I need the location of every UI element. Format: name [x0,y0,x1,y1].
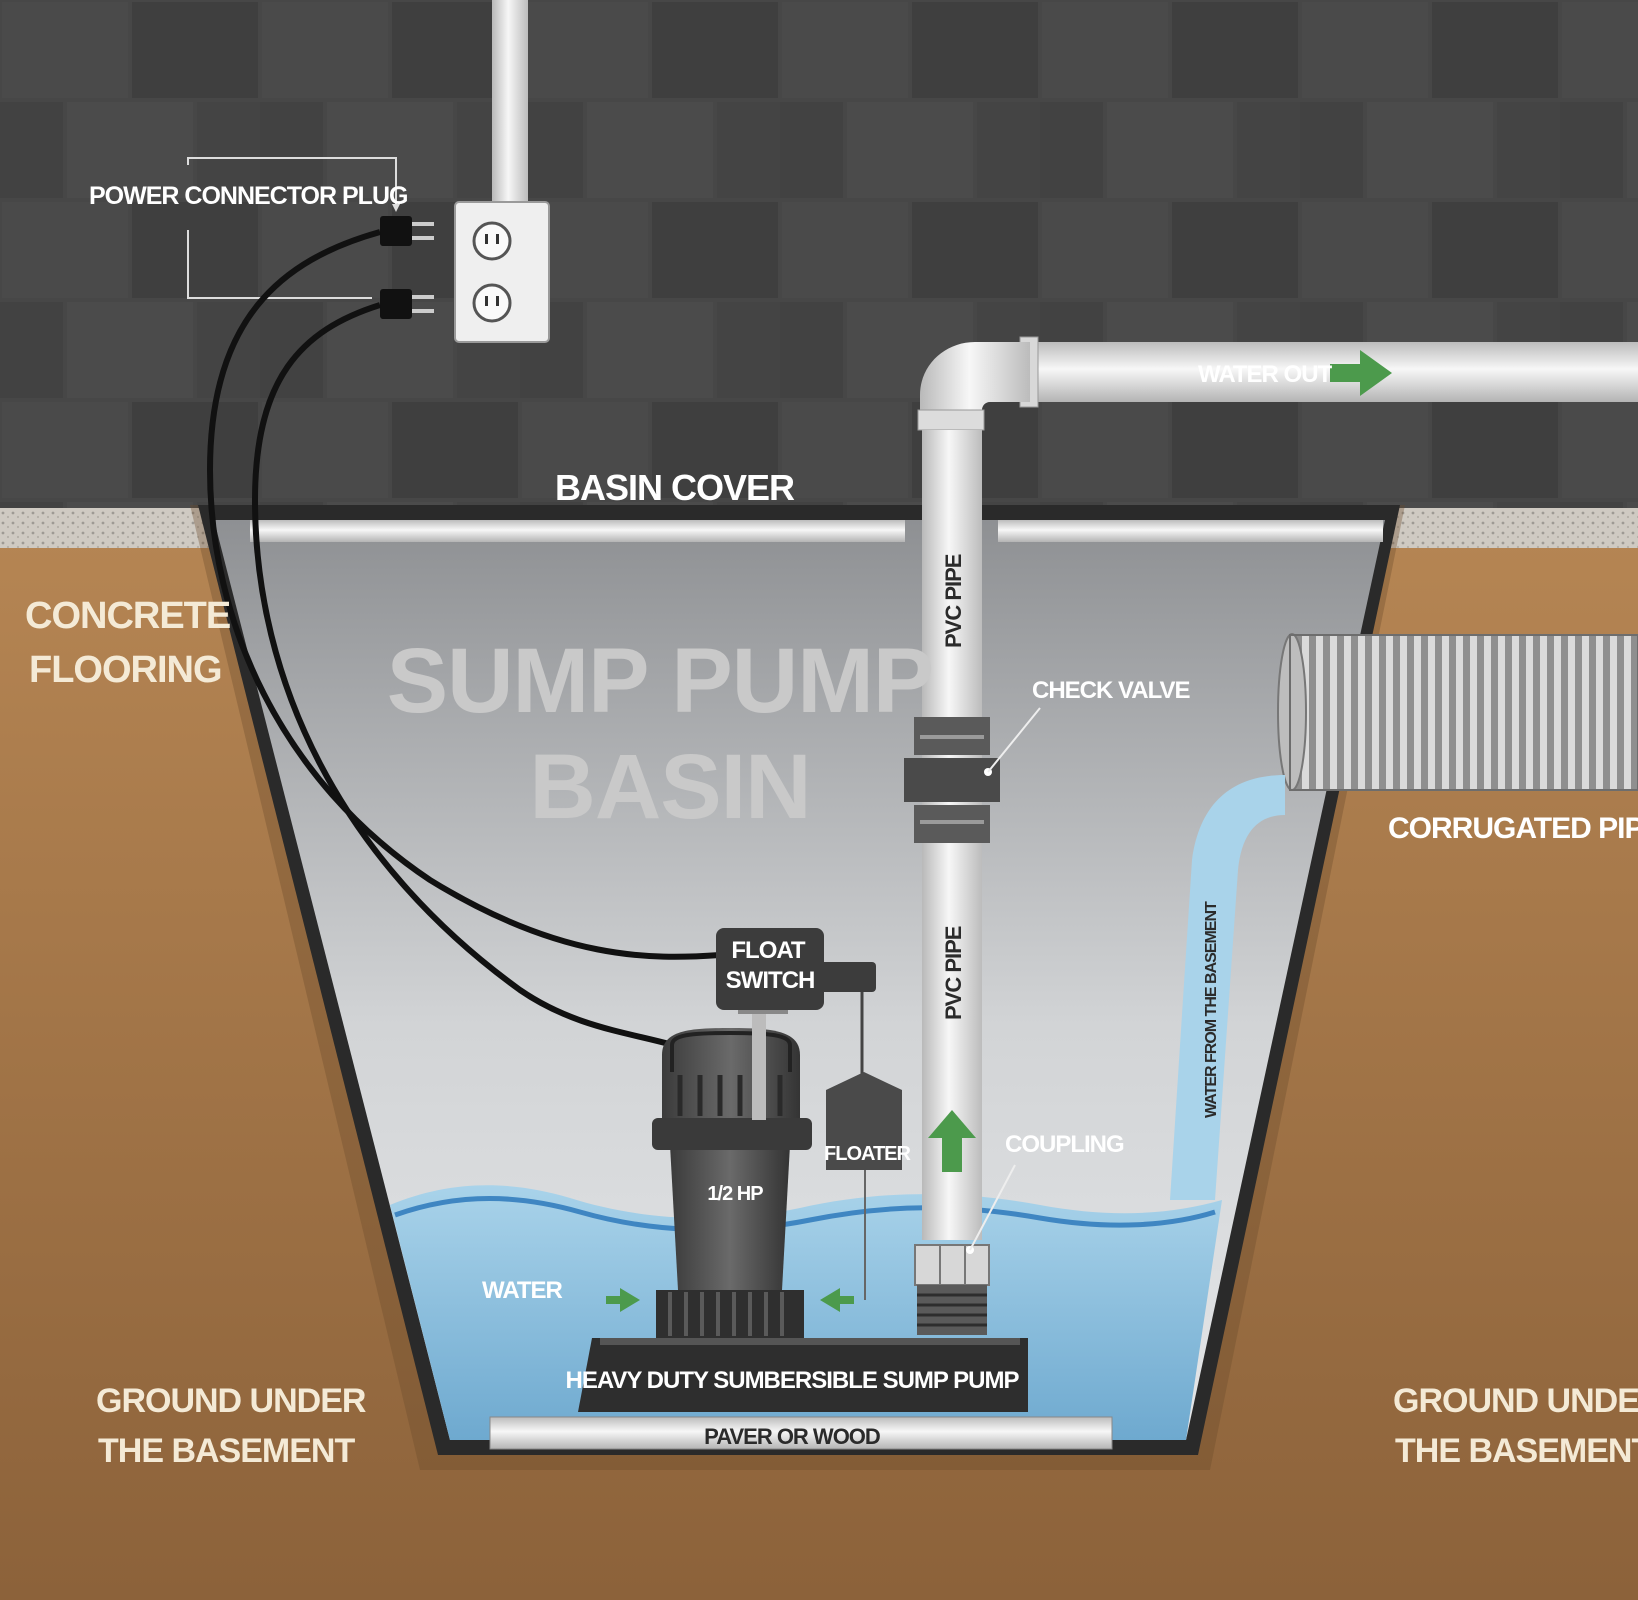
corrugated-pipe-label: CORRUGATED PIPE [1388,812,1638,845]
coupling-callout-line [969,1164,1016,1251]
pump-hp-label: 1/2 HP [707,1183,763,1205]
check-valve-callout-line [987,707,1041,773]
brick-wall [0,0,1638,510]
basin-cover-right [998,520,1383,542]
float-switch-label-line1: FLOAT [731,937,806,964]
water-out-arrow-icon [1330,350,1392,396]
plug-icon-bottom [380,289,412,319]
discharge-pipe-horizontal [990,342,1638,402]
basin-cover-label: BASIN COVER [555,467,795,508]
pump-base-label: HEAVY DUTY SUMBERSIBLE SUMP PUMP [566,1367,1020,1394]
float-switch-label-line2: SWITCH [726,967,815,994]
pump-power-cord [251,302,742,1078]
outlet-socket-top [472,221,512,261]
intake-arrow-right-icon [820,1288,854,1312]
threaded-adapter [917,1285,987,1335]
concrete-flooring-label-line1: CONCRETE [25,595,230,637]
water-from-basement-stream [1170,775,1285,1200]
basin-title-line1: SUMP PUMP [387,630,934,732]
plug-callout-line-top [187,157,397,210]
water-from-basement-label: WATER FROM THE BASEMENT [1203,901,1220,1118]
float-switch-rod [752,1000,766,1120]
ground-right-label-line2: THE BASEMENT [1395,1432,1638,1470]
ground-left-label-line1: GROUND UNDER [96,1382,366,1420]
water-out-label: WATER OUT [1198,361,1333,388]
pump-collar [652,1118,812,1150]
pvc-pipe-upper-label: PVC PIPE [941,554,966,648]
plug-icon-top [380,216,412,246]
floater-label: FLOATER [824,1143,912,1165]
ground-right-label-line1: GROUND UNDER [1393,1382,1638,1420]
water-surface-line [394,1196,1216,1233]
pipe-elbow [920,342,1030,410]
outlet-socket-bottom [472,283,512,323]
water-label: WATER [482,1277,563,1304]
paver-label: PAVER OR WOOD [704,1424,880,1449]
power-connector-plug-label: POWER CONNECTOR PLUG [89,182,407,210]
basin-cover-left [250,520,905,542]
check-valve-label: CHECK VALVE [1032,677,1190,704]
intake-arrow-left-icon [606,1288,640,1312]
pvc-pipe-lower-label: PVC PIPE [941,926,966,1020]
float-switch-cord [206,229,721,960]
basin-title-line2: BASIN [529,736,810,838]
coupling [914,1244,990,1286]
electrical-outlet [454,201,550,343]
pump-base-platform [578,1338,1028,1412]
coupling-label: COUPLING [1005,1131,1124,1158]
floater [826,1072,902,1170]
pump-intake-screen [656,1290,804,1338]
water-up-arrow-icon [928,1110,976,1172]
ground-left-label-line2: THE BASEMENT [98,1432,355,1470]
electrical-conduit [492,0,528,205]
plug-callout-line-bottom [187,230,372,299]
concrete-flooring-label-line2: FLOORING [29,649,222,691]
paver-or-wood [489,1416,1113,1450]
check-valve-body [904,758,1000,802]
pump-motor-housing [670,1145,790,1290]
corrugated-pipe [1290,635,1638,790]
